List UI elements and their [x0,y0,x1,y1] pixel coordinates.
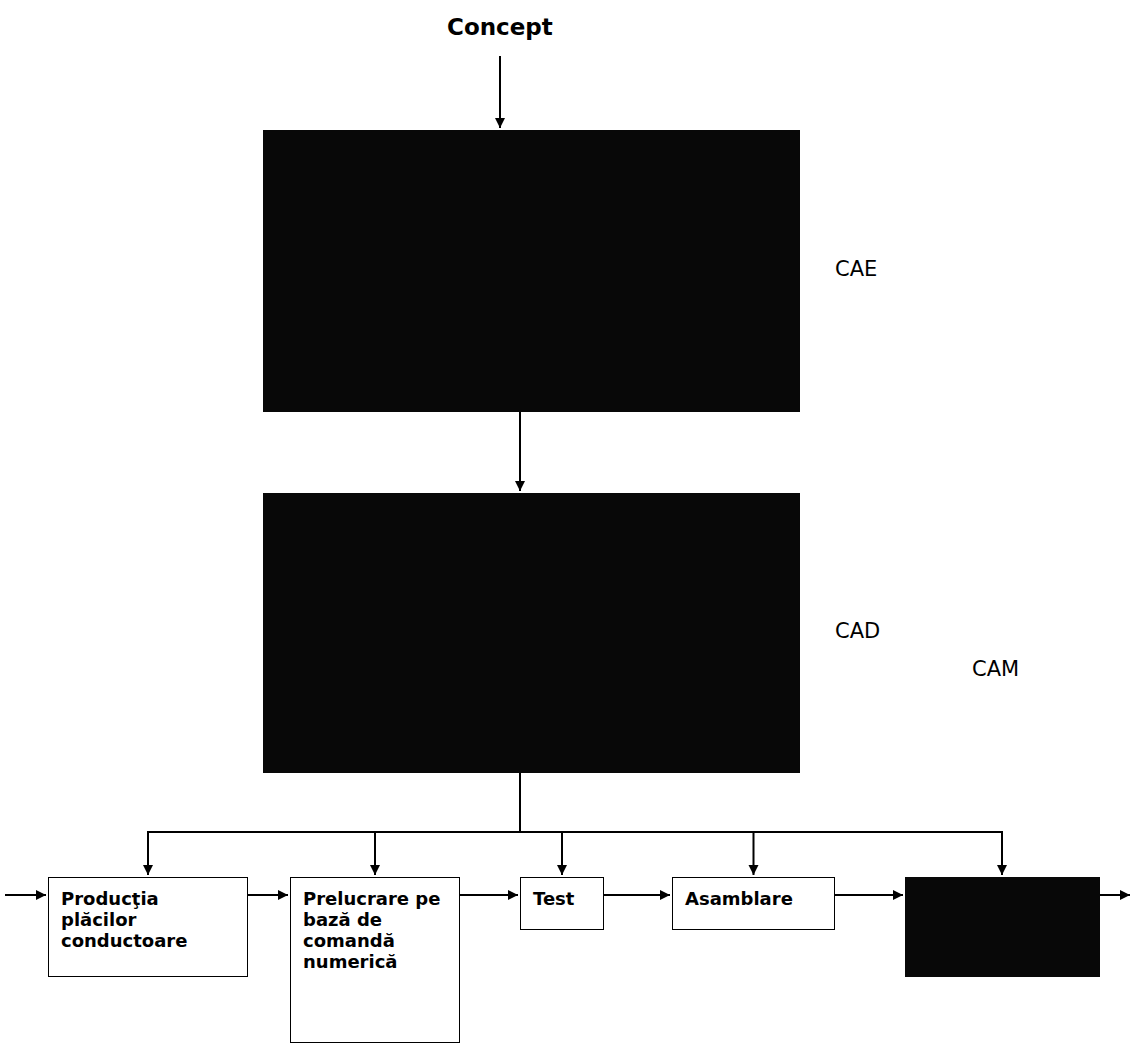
output-arrow [1100,894,1130,896]
stage-label: CAD [835,619,880,643]
flow-connector [460,894,518,896]
box-text: Producţia plăcilor conductoare [49,878,247,961]
process-box: Asamblare [672,877,835,930]
flow-connector [519,412,521,491]
input-arrow [5,894,46,896]
box-text: Test [521,878,603,919]
flow-connector [520,773,562,875]
concept-arrow [499,56,501,128]
flow-connector [520,773,754,875]
flow-arrow [835,894,903,896]
process-box: Prelucrare pe bază de comandă numerică [290,877,460,1043]
title-label: Concept [447,14,553,40]
stage-label: CAE [835,257,877,281]
dark-stage-box: CAE [263,130,800,412]
dark-process-box [905,877,1100,977]
flow-connector [248,894,288,896]
process-box: Producţia plăcilor conductoare [48,877,248,977]
flow-connector [375,773,520,875]
dark-stage-box: CAD [263,493,800,773]
box-text: Prelucrare pe bază de comandă numerică [291,878,459,982]
flow-connector [148,773,520,875]
process-box: Test [520,877,604,930]
box-text: Asamblare [673,878,834,919]
section-label: CAM [972,657,1019,681]
bus-branch [520,832,1002,875]
flow-connector [604,894,670,896]
